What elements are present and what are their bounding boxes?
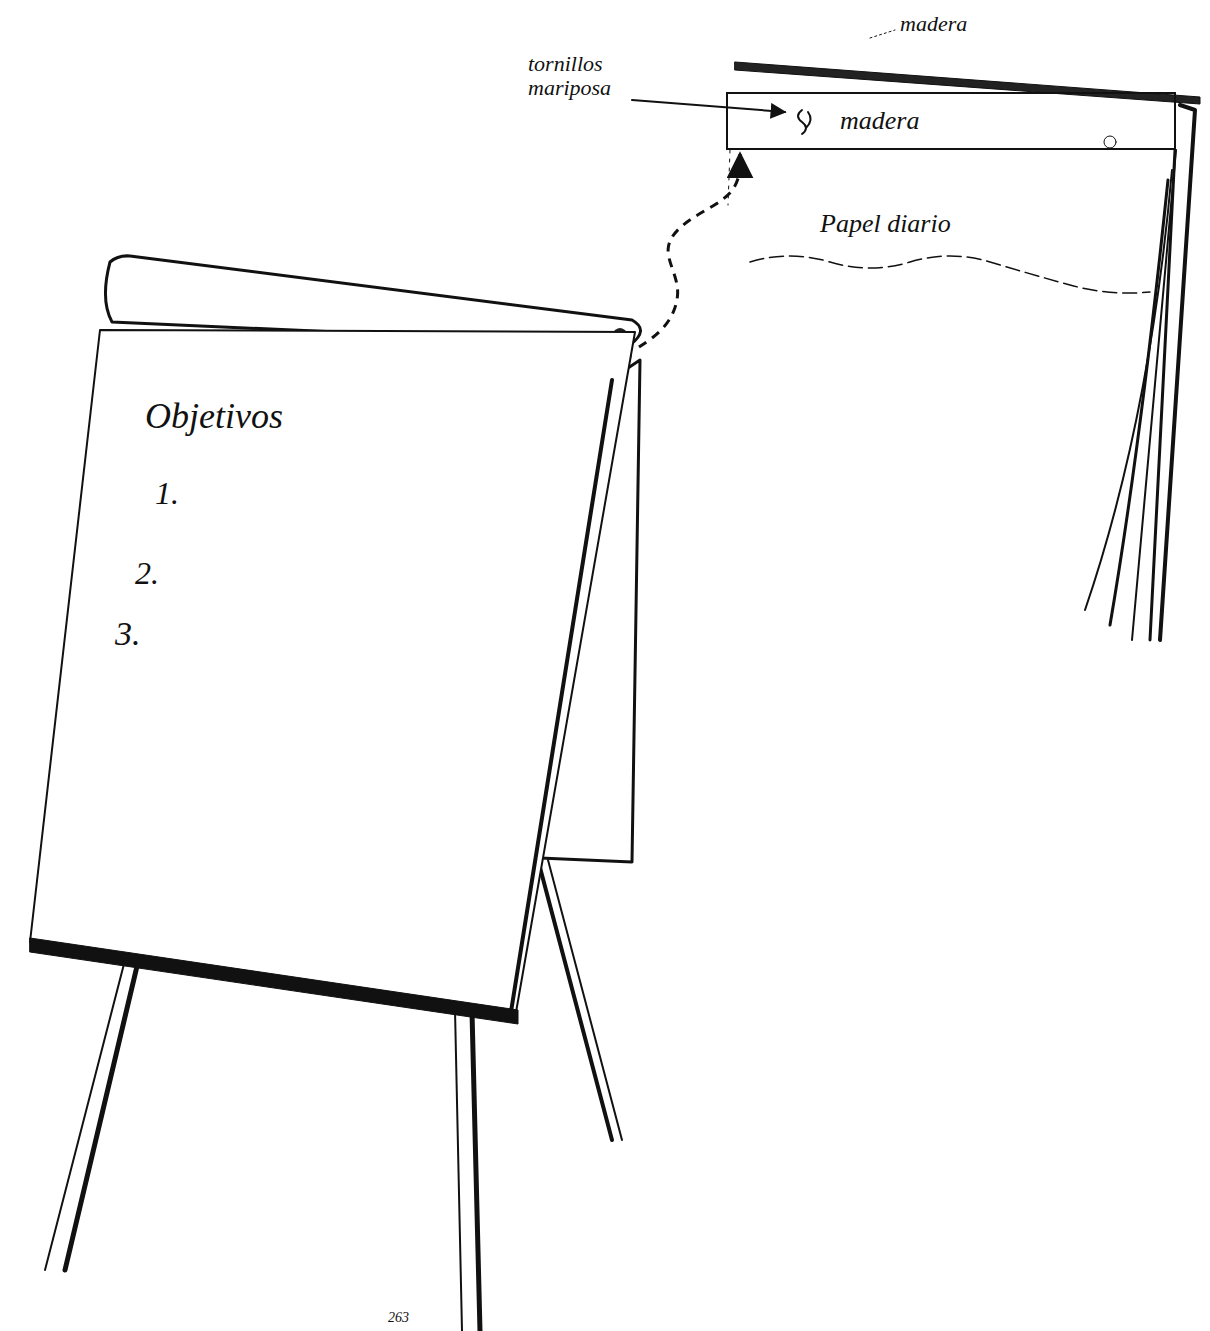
wood-strip <box>735 62 1200 104</box>
paper-sheets <box>1160 105 1195 640</box>
easel-leg <box>538 860 612 1140</box>
part-name: madera <box>840 106 919 136</box>
wing-nut <box>798 110 811 134</box>
leader-line <box>632 100 785 112</box>
leader-line <box>870 30 895 38</box>
paper-edge <box>728 150 730 205</box>
part-name: Papel diario <box>820 210 1020 239</box>
page-number: 263 <box>388 1310 448 1325</box>
list-number: 3. <box>115 615 141 653</box>
easel-leg <box>65 962 138 1270</box>
paper-sheets <box>1085 170 1172 610</box>
list-number: 1. <box>155 475 179 512</box>
part-name: tornillos mariposa <box>528 52 648 100</box>
list-number: 2. <box>135 555 159 592</box>
easel-leg <box>455 1010 462 1331</box>
chart-heading: Objetivos <box>145 395 283 437</box>
dashed-connector <box>639 154 740 347</box>
easel-leg <box>472 1012 480 1331</box>
easel-leg <box>45 960 125 1270</box>
chalk-ledge <box>30 938 518 1024</box>
wing-nut <box>1104 136 1116 148</box>
paper-wave <box>750 256 1150 293</box>
easel-leg <box>548 860 622 1140</box>
flip-chart-page: Objetivos 1. 2. 3. <box>60 325 635 1015</box>
page-edge <box>510 380 612 1018</box>
part-name: madera <box>900 12 1020 36</box>
paper-sheets <box>1132 150 1176 640</box>
chart-page <box>30 330 635 1018</box>
wood-bar: madera <box>726 92 1176 150</box>
